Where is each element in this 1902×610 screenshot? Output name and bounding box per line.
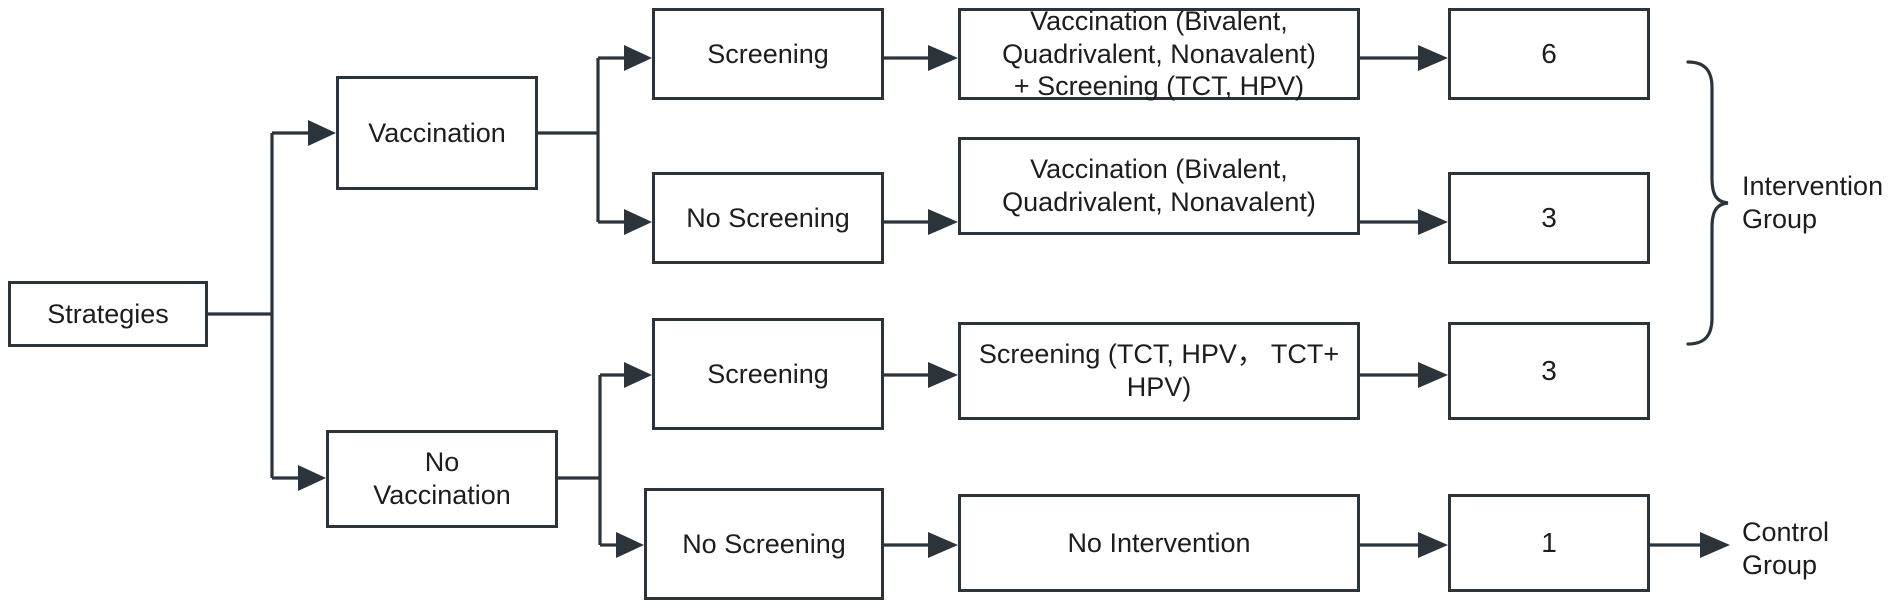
node-intervention-desc-2-label: Vaccination (Bivalent, Quadrivalent, Non… [1002, 154, 1316, 217]
node-vaccination[interactable]: Vaccination [336, 76, 538, 190]
node-intervention-desc-4[interactable]: No Intervention [958, 494, 1360, 592]
node-screening-1-label: Screening [707, 38, 829, 69]
arrowhead-count1 [1418, 45, 1448, 71]
node-vaccination-label: Vaccination [368, 117, 506, 148]
arrowhead-count4 [1418, 532, 1448, 558]
node-strategies-label: Strategies [47, 298, 169, 329]
node-no-screening-2[interactable]: No Screening [644, 488, 884, 600]
arrowhead-vaccination [308, 120, 336, 146]
node-count-2-label: 3 [1541, 201, 1557, 233]
arrowhead-count3 [1418, 362, 1448, 388]
intervention-brace [1686, 60, 1729, 346]
node-intervention-desc-2[interactable]: Vaccination (Bivalent, Quadrivalent, Non… [958, 137, 1360, 235]
node-screening-2[interactable]: Screening [652, 318, 884, 430]
node-no-vaccination[interactable]: No Vaccination [326, 430, 558, 528]
label-intervention-group: Intervention Group [1742, 171, 1884, 234]
node-intervention-desc-4-label: No Intervention [1067, 527, 1251, 558]
label-control-group: Control Group [1742, 517, 1830, 580]
node-intervention-desc-3[interactable]: Screening (TCT, HPV， TCT+ HPV) [958, 322, 1360, 420]
node-count-2[interactable]: 3 [1448, 172, 1650, 264]
node-no-vaccination-label: No Vaccination [373, 447, 511, 510]
arrowhead-desc1 [928, 45, 958, 71]
arrowhead-screening-2 [624, 362, 652, 388]
arrowhead-control-group [1700, 532, 1730, 558]
node-count-4[interactable]: 1 [1448, 494, 1650, 592]
node-screening-2-label: Screening [707, 358, 829, 389]
arrowhead-desc4 [928, 532, 958, 558]
arrowhead-screening-1 [624, 45, 652, 71]
node-no-screening-1-label: No Screening [686, 202, 850, 233]
node-no-screening-2-label: No Screening [682, 528, 846, 559]
arrowhead-no-vaccination [298, 465, 326, 491]
node-count-3[interactable]: 3 [1448, 322, 1650, 420]
node-intervention-desc-1[interactable]: Vaccination (Bivalent, Quadrivalent, Non… [958, 6, 1360, 101]
node-count-1[interactable]: 6 [1448, 8, 1650, 100]
arrowhead-desc3 [928, 362, 958, 388]
node-intervention-desc-3-label: Screening (TCT, HPV， TCT+ HPV) [978, 339, 1340, 402]
node-no-screening-1[interactable]: No Screening [652, 172, 884, 264]
node-intervention-desc-1-label: Vaccination (Bivalent, Quadrivalent, Non… [1002, 5, 1316, 102]
arrowhead-count2 [1418, 209, 1448, 235]
node-screening-1[interactable]: Screening [652, 8, 884, 100]
arrowhead-desc2 [928, 209, 958, 235]
arrowhead-no-screening-1 [624, 209, 652, 235]
arrowhead-no-screening-2 [616, 532, 644, 558]
node-count-3-label: 3 [1541, 354, 1557, 386]
node-count-4-label: 1 [1541, 526, 1557, 558]
node-strategies[interactable]: Strategies [8, 281, 208, 347]
node-count-1-label: 6 [1541, 37, 1557, 69]
